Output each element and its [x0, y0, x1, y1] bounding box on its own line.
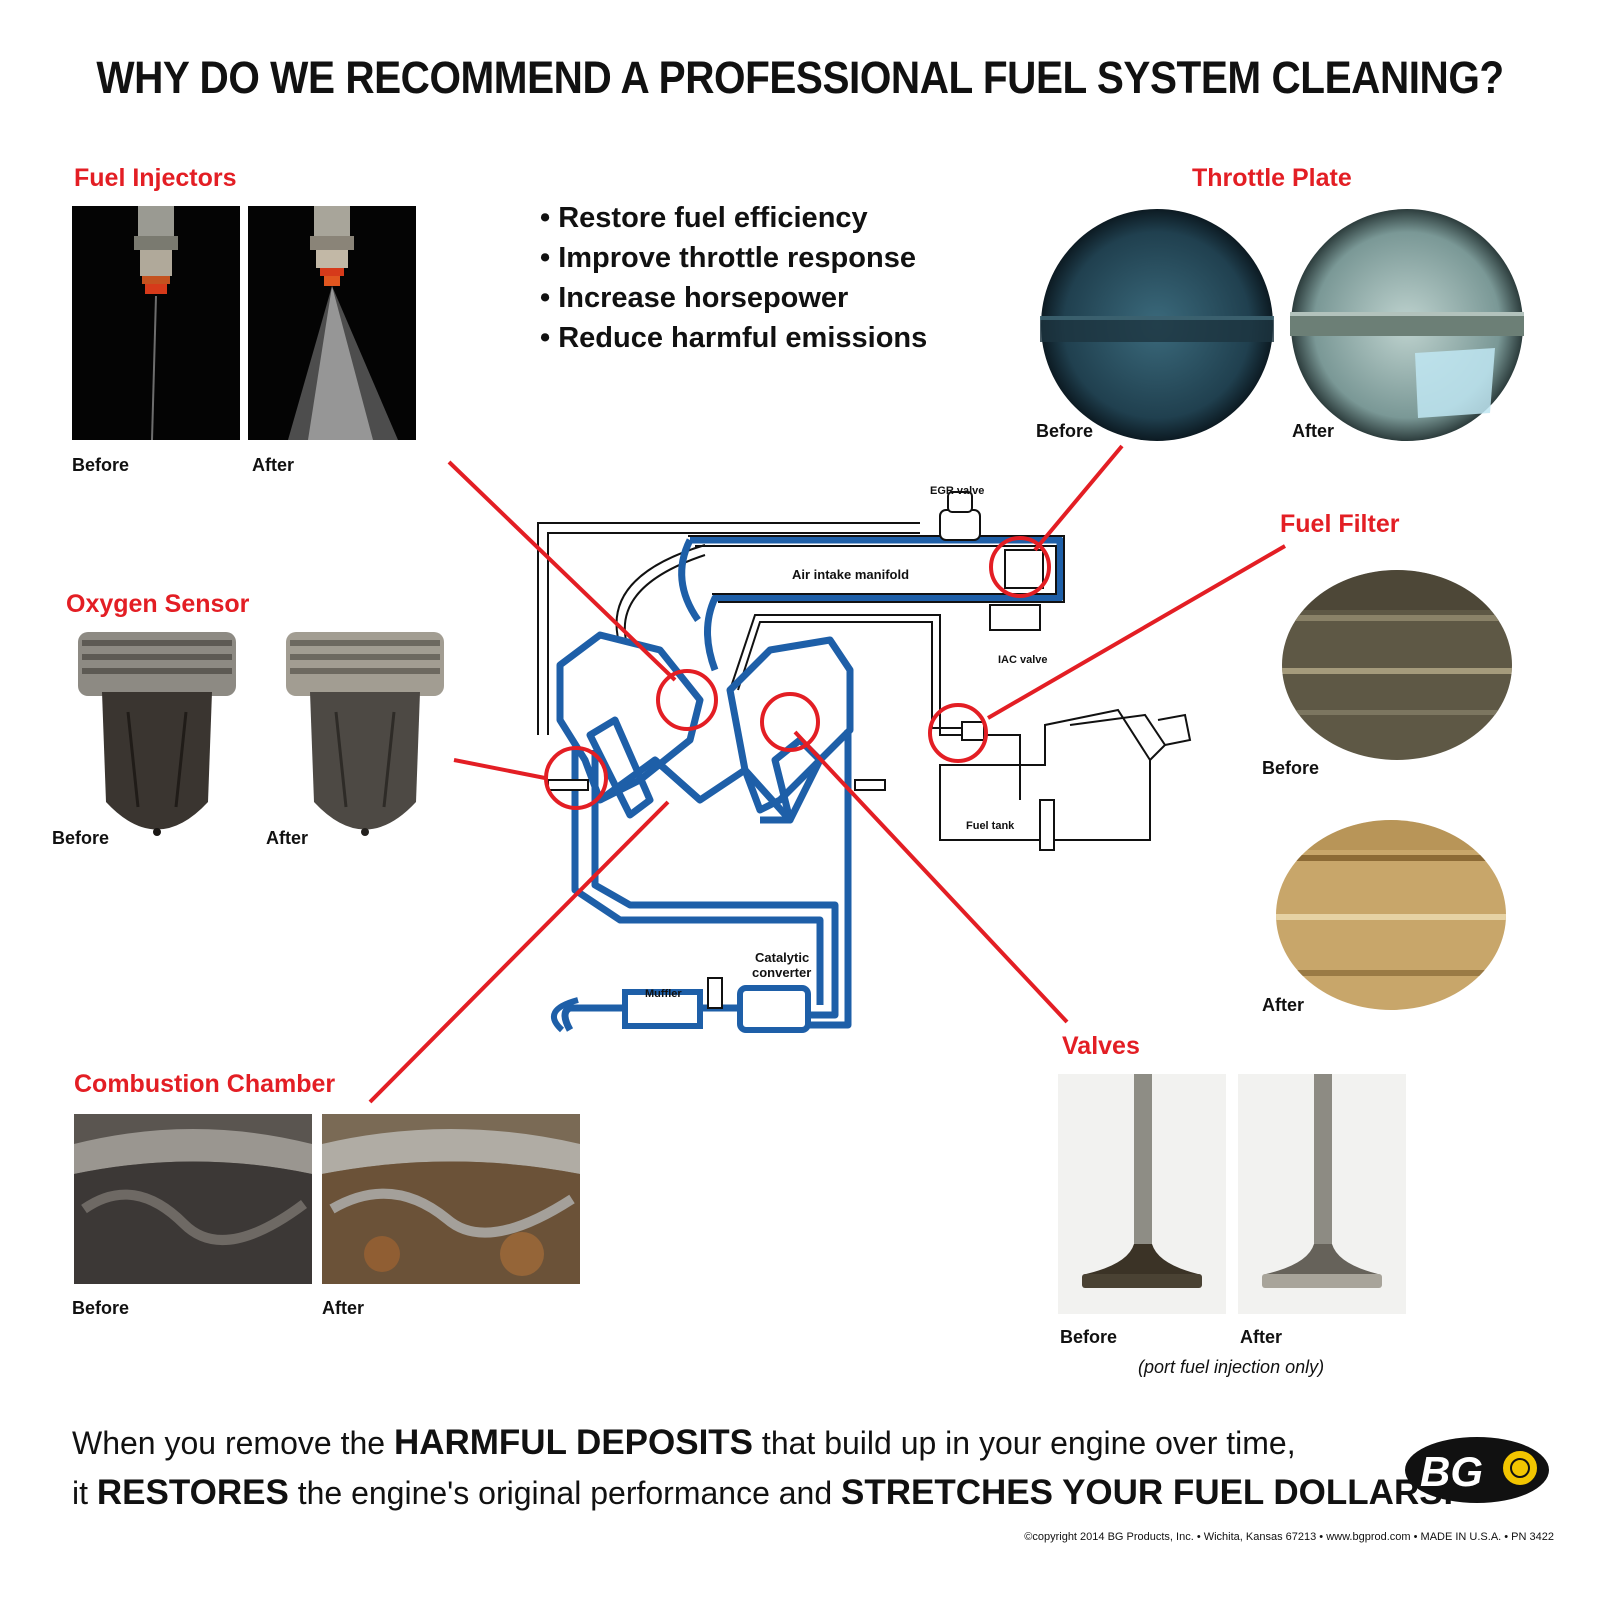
intake-manifold-label: Air intake manifold	[792, 567, 910, 582]
valves-before-image	[1082, 1074, 1202, 1288]
valves-after-image	[1262, 1074, 1382, 1288]
benefit-item: • Reduce harmful emissions	[540, 322, 928, 354]
footer-line-2: it RESTORES the engine's original perfor…	[72, 1473, 1455, 1512]
combustion-chamber-after-label: After	[322, 1298, 365, 1318]
fuel-filter-title: Fuel Filter	[1280, 510, 1400, 538]
oxygen-before-image	[78, 632, 236, 836]
throttle-plate-before-photo	[1040, 208, 1274, 442]
fuel-injector-after-photo	[248, 206, 416, 440]
footer-message: When you remove the HARMFUL DEPOSITS tha…	[72, 1418, 1454, 1518]
throttle-plate-title: Throttle Plate	[1192, 164, 1352, 192]
valves-note: (port fuel injection only)	[1138, 1357, 1325, 1377]
oxygen-sensor-after-label: After	[266, 828, 309, 848]
bg-logo: BG	[1402, 1434, 1552, 1506]
fuel-tank-label: Fuel tank	[966, 820, 1015, 832]
combustion-chamber-before-label: Before	[72, 1298, 130, 1318]
bg-logo-text: BG	[1420, 1448, 1483, 1495]
egr-valve-label: EGR valve	[930, 485, 985, 497]
fuel-filter-before-photo	[1282, 570, 1512, 760]
oxygen-sensor-before-photo	[68, 632, 246, 862]
benefit-item: • Restore fuel efficiency	[540, 202, 868, 234]
combustion-before-image	[74, 1114, 312, 1284]
valves-before-photo	[1058, 1074, 1226, 1314]
fuel-injector-before-photo	[72, 206, 240, 440]
fuel-injectors-title: Fuel Injectors	[74, 164, 237, 192]
fuel-filter-after-image	[1276, 820, 1506, 1010]
catalytic-label-2: converter	[752, 965, 812, 980]
valves-after-photo	[1238, 1074, 1406, 1314]
combustion-chamber-before-photo	[74, 1114, 312, 1284]
catalytic-label-1: Catalytic	[755, 950, 810, 965]
fuel-filter-after-photo	[1276, 820, 1506, 1010]
injector-before-image	[134, 206, 178, 440]
oxygen-sensor-before-label: Before	[52, 828, 110, 848]
throttle-plate-before-label: Before	[1036, 421, 1094, 441]
benefits-list: • Restore fuel efficiency • Improve thro…	[540, 198, 927, 358]
fuel-injectors-after-label: After	[252, 455, 295, 475]
valves-title: Valves	[1062, 1032, 1140, 1060]
fuel-filter-after-label: After	[1262, 995, 1305, 1015]
oxygen-sensor-after-photo	[276, 632, 454, 862]
combustion-chamber-title: Combustion Chamber	[74, 1070, 336, 1098]
throttle-before-image	[1040, 209, 1274, 441]
benefit-item: • Improve throttle response	[540, 242, 916, 274]
fuel-filter-before-image	[1282, 570, 1512, 760]
throttle-after-image	[1290, 209, 1524, 441]
valves-before-label: Before	[1060, 1327, 1118, 1347]
combustion-chamber-after-photo	[322, 1114, 580, 1284]
page-title: WHY DO WE RECOMMEND A PROFESSIONAL FUEL …	[96, 52, 1504, 103]
valves-after-label: After	[1240, 1327, 1283, 1347]
copyright: ©copyright 2014 BG Products, Inc. • Wich…	[1024, 1531, 1554, 1543]
iac-valve-label: IAC valve	[998, 654, 1048, 666]
benefit-item: • Increase horsepower	[540, 282, 849, 314]
throttle-plate-after-photo	[1290, 208, 1524, 442]
oxygen-after-image	[286, 632, 444, 836]
fuel-filter-before-label: Before	[1262, 758, 1320, 778]
throttle-plate-after-label: After	[1292, 421, 1335, 441]
fuel-injectors-before-label: Before	[72, 455, 130, 475]
oxygen-sensor-title: Oxygen Sensor	[66, 590, 250, 618]
footer-line-1: When you remove the HARMFUL DEPOSITS tha…	[72, 1423, 1296, 1462]
muffler-label: Muffler	[645, 988, 682, 1000]
bg-logo-image: BG	[1405, 1437, 1549, 1503]
combustion-after-image	[322, 1114, 580, 1284]
injector-after-image	[288, 206, 398, 440]
